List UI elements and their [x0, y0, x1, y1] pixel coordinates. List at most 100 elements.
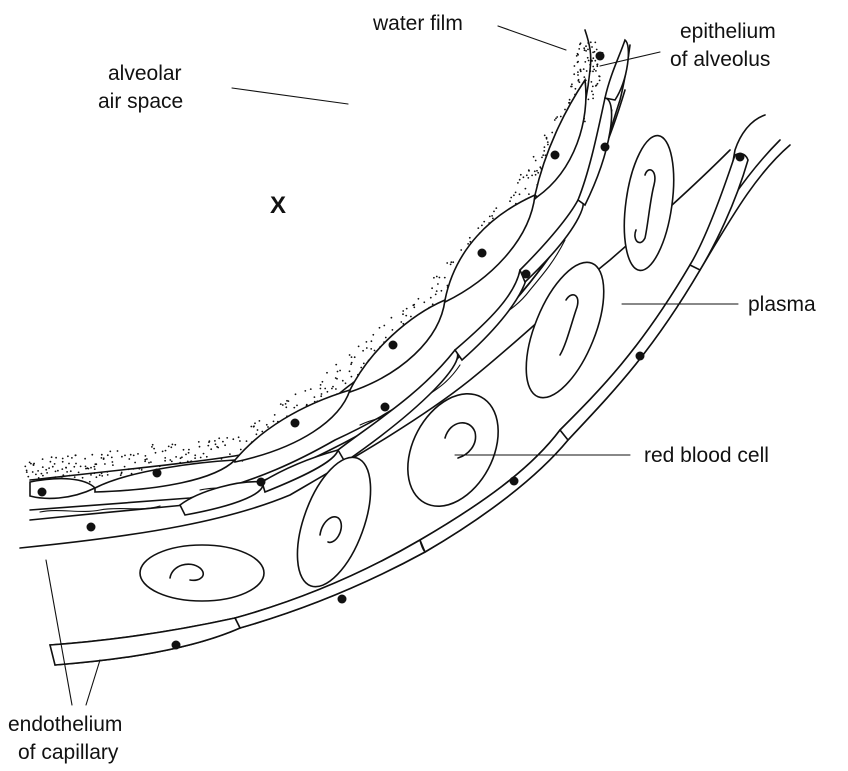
film-dot [391, 317, 393, 319]
film-dot [595, 70, 597, 72]
film-dot [350, 363, 352, 365]
film-dot [250, 426, 252, 428]
film-dot [467, 243, 469, 245]
film-dot [577, 54, 579, 56]
film-dot [564, 109, 566, 111]
film-dot [62, 458, 64, 460]
film-dot [469, 237, 471, 239]
capillary-endothelium [20, 115, 790, 665]
film-dot [120, 474, 122, 476]
film-dot [124, 455, 126, 457]
film-dot [253, 426, 255, 428]
film-dot [107, 454, 109, 456]
film-dot [431, 287, 433, 289]
film-dot [579, 81, 581, 83]
film-dot [541, 157, 543, 159]
film-dot [349, 370, 351, 372]
film-dot [405, 315, 407, 317]
film-dot [48, 467, 50, 469]
film-dot [152, 444, 154, 446]
film-dot [520, 174, 522, 176]
film-dot [519, 179, 521, 181]
film-dot [519, 193, 521, 195]
film-dot [385, 337, 387, 339]
film-dot [203, 453, 205, 455]
film-dot [588, 99, 590, 101]
film-dot [267, 426, 269, 428]
film-dot [358, 346, 360, 348]
film-dot [199, 446, 201, 448]
film-dot [351, 376, 353, 378]
film-dot [146, 458, 148, 460]
film-dot [513, 194, 515, 196]
film-dot [80, 466, 82, 468]
film-dot [489, 216, 491, 218]
film-dot [226, 437, 228, 439]
film-dot [543, 150, 545, 152]
film-dot [99, 474, 101, 476]
film-dot [93, 466, 95, 468]
film-dot [96, 476, 98, 478]
film-dot [224, 444, 226, 446]
film-dot [320, 388, 322, 390]
film-dot [296, 405, 298, 407]
film-dot [134, 462, 136, 464]
film-dot [168, 446, 170, 448]
film-dot [528, 169, 530, 171]
film-dot [436, 276, 438, 278]
film-dot [82, 477, 84, 479]
film-dot [574, 65, 576, 67]
film-dot [171, 461, 173, 463]
film-dot [259, 420, 261, 422]
film-dot [101, 457, 103, 459]
film-dot [101, 475, 103, 477]
film-dot [144, 460, 146, 462]
film-dot [544, 146, 546, 148]
film-dot [104, 463, 106, 465]
film-dot [55, 471, 57, 473]
film-dot [121, 472, 123, 474]
film-dot [50, 461, 52, 463]
film-dot [402, 313, 404, 315]
film-dot [324, 388, 326, 390]
film-dot [85, 466, 87, 468]
film-dot [483, 221, 485, 223]
film-dot [37, 470, 39, 472]
film-dot [544, 135, 546, 137]
film-dot [78, 472, 80, 474]
film-dot [57, 470, 59, 472]
film-dot [594, 42, 596, 44]
film-dot [133, 455, 135, 457]
film-dot [400, 321, 402, 323]
film-dot [580, 71, 582, 73]
film-dot [214, 440, 216, 442]
film-dot [151, 446, 153, 448]
film-dot [597, 63, 599, 65]
film-dot [569, 99, 571, 101]
film-dot [592, 71, 594, 73]
alveolar-label-line2: air space [98, 90, 183, 113]
film-dot [117, 450, 119, 452]
endothelium-label-line2: of capillary [18, 741, 119, 764]
film-dot [266, 424, 268, 426]
film-dot [362, 350, 364, 352]
film-dot [314, 396, 316, 398]
film-dot [593, 69, 595, 71]
film-dot [374, 350, 376, 352]
film-dot [51, 456, 53, 458]
film-dot [130, 454, 132, 456]
film-dot [588, 60, 590, 62]
film-dot [326, 372, 328, 374]
film-dot [418, 298, 420, 300]
film-dot [363, 363, 365, 365]
film-dot [435, 294, 437, 296]
film-dot [74, 476, 76, 478]
film-dot [73, 466, 75, 468]
film-dot [337, 371, 339, 373]
film-dot [75, 463, 77, 465]
film-dot [580, 42, 582, 44]
film-dot [542, 154, 544, 156]
film-dot [174, 444, 176, 446]
film-dot [54, 463, 56, 465]
film-dot [145, 455, 147, 457]
